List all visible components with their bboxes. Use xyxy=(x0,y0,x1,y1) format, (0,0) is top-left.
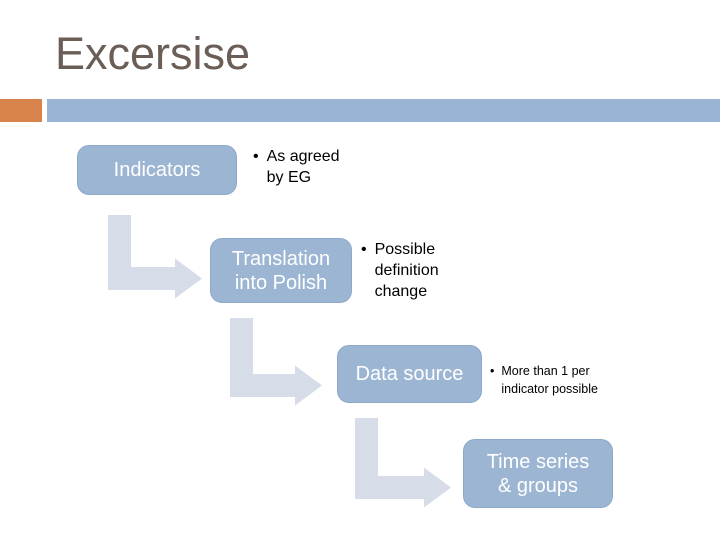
step-note-translation: • Possible definition change xyxy=(361,239,439,302)
step-box-data-source: Data source xyxy=(337,345,482,403)
accent-bar-blue xyxy=(47,99,720,122)
slide-title: Excersise xyxy=(55,28,251,79)
step-note-text: Possible definition change xyxy=(374,241,439,300)
bullet-icon: • xyxy=(490,364,495,378)
step-note-text: As agreed by EG xyxy=(266,148,340,186)
elbow-arrow-3-icon xyxy=(355,418,451,508)
step-note-indicators: • As agreed by EG xyxy=(253,146,340,188)
step-box-indicators: Indicators xyxy=(77,145,237,195)
step-box-time-series: Time series & groups xyxy=(463,439,613,508)
step-note-text: More than 1 per indicator possible xyxy=(501,364,598,396)
accent-bar-orange xyxy=(0,99,42,122)
elbow-arrow-2-icon xyxy=(230,318,322,406)
elbow-arrow-1-icon xyxy=(108,215,202,299)
bullet-icon: • xyxy=(253,148,259,165)
step-note-data-source: • More than 1 per indicator possible xyxy=(490,362,598,398)
step-box-translation: Translation into Polish xyxy=(210,238,352,303)
bullet-icon: • xyxy=(361,241,367,258)
